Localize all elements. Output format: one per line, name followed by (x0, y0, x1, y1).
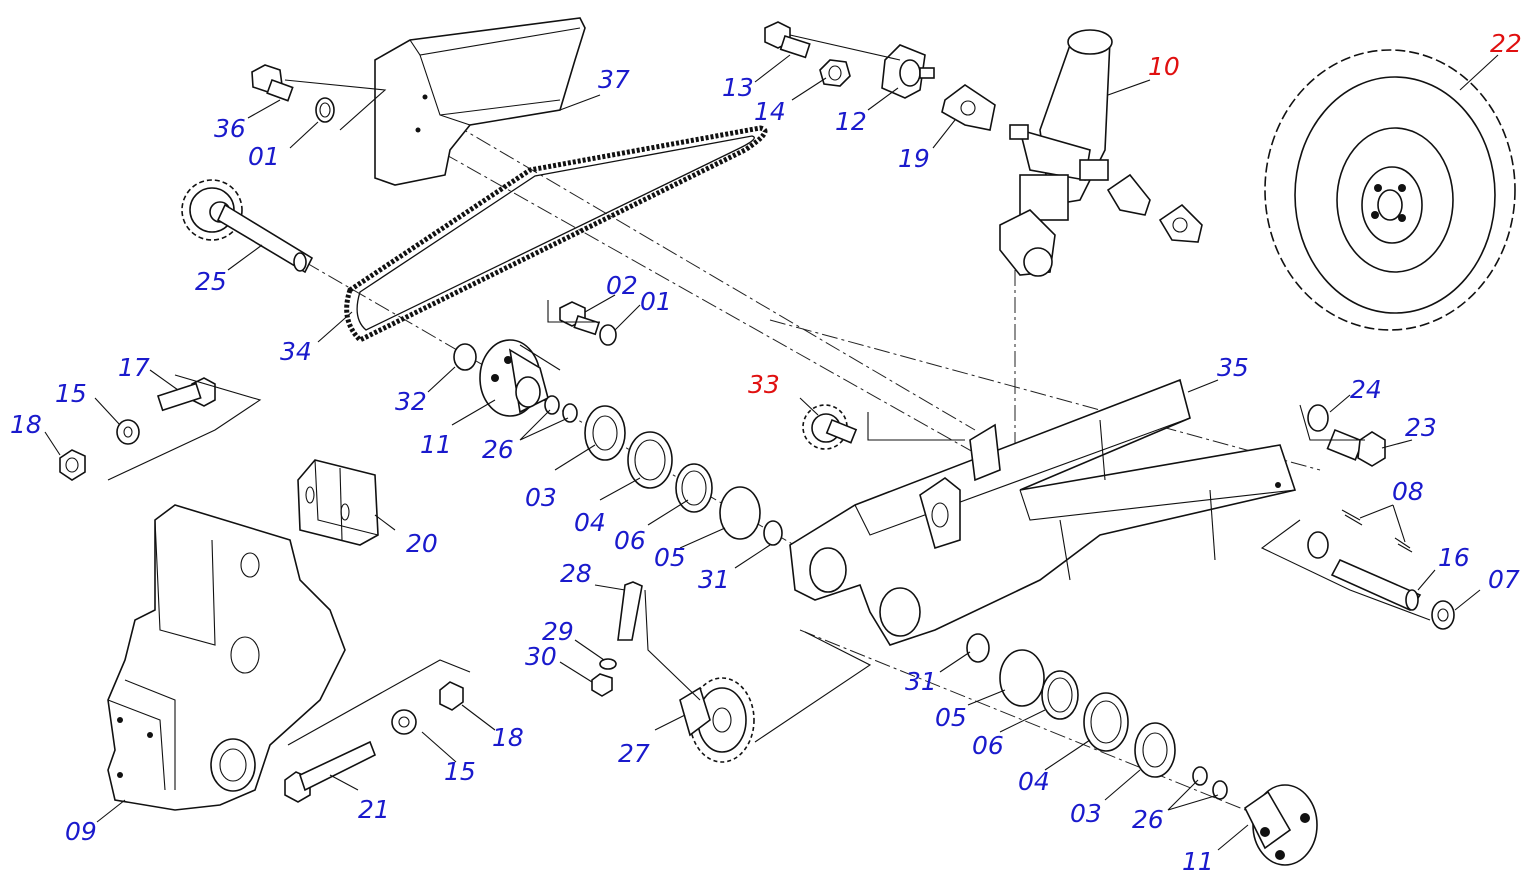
chain-guard-part-37 (374, 17, 586, 186)
callout-03-lower: 03 (1070, 799, 1102, 828)
rings-part-26-lower (1192, 766, 1228, 800)
callout-28: 28 (560, 559, 592, 588)
nut-part-18-left (59, 449, 86, 481)
callout-31-upper: 31 (698, 565, 730, 594)
bolt-part-17 (156, 377, 216, 412)
bearing-plate-part-12 (881, 44, 935, 99)
washer-part-15-left (116, 419, 140, 445)
bolt-part-36 (251, 64, 335, 123)
callout-35: 35 (1217, 353, 1249, 382)
callout-20: 20 (406, 529, 438, 558)
nut-part-18-bottom (439, 681, 464, 711)
sprocket-part-27 (679, 677, 755, 763)
callout-12: 12 (835, 107, 867, 136)
disc-part-03-lower (1134, 722, 1176, 778)
callout-18-bottom: 18 (492, 723, 524, 752)
bolt-part-23 (1326, 428, 1386, 467)
nut-part-14 (819, 59, 851, 87)
disc-part-03-upper (584, 405, 626, 461)
callout-01-top: 01 (248, 142, 280, 171)
callout-labels: 36 01 37 25 34 13 14 12 19 10 22 02 01 1… (10, 29, 1522, 876)
callout-06-lower: 06 (972, 731, 1004, 760)
callout-06-upper: 06 (614, 526, 646, 555)
callout-21: 21 (358, 795, 390, 824)
callout-16: 16 (1438, 543, 1470, 572)
callout-01-middle: 01 (640, 287, 672, 316)
washer-part-29 (599, 658, 617, 670)
hub-part-11-lower (1243, 784, 1318, 866)
callout-34: 34 (280, 337, 312, 366)
callout-04-upper: 04 (574, 508, 606, 537)
callout-03-upper: 03 (525, 483, 557, 512)
callout-26-upper: 26 (482, 435, 514, 464)
callout-17: 17 (118, 353, 150, 382)
callout-36: 36 (214, 114, 246, 143)
callout-27: 27 (618, 739, 650, 768)
callout-22: 22 (1490, 29, 1522, 58)
callout-15-bottom: 15 (444, 757, 476, 786)
callout-08: 08 (1392, 477, 1424, 506)
wheel-part-22 (1264, 49, 1516, 331)
circlip-part-05-upper (719, 486, 761, 540)
gasket-part-19 (941, 84, 996, 131)
nut-part-30 (591, 673, 613, 697)
callout-05-lower: 05 (935, 703, 967, 732)
ring-part-31-lower (966, 633, 990, 663)
callout-18-left: 18 (10, 410, 42, 439)
block-part-20 (297, 459, 379, 546)
callout-33: 33 (748, 370, 780, 399)
ring-part-31-upper (763, 520, 783, 546)
washer-part-24 (1307, 404, 1329, 432)
disc-part-04-lower (1083, 692, 1129, 752)
callout-07: 07 (1488, 565, 1520, 594)
shaft-sprocket-part-25 (181, 179, 314, 274)
callout-11-lower: 11 (1182, 847, 1214, 876)
bolt-part-28 (617, 581, 643, 641)
callout-15-left: 15 (55, 379, 87, 408)
callout-10: 10 (1148, 52, 1180, 81)
leader-lines (44, 34, 1499, 851)
bolt-part-13 (764, 21, 811, 59)
pins-part-08 (1341, 509, 1413, 553)
ring-part-32 (453, 343, 477, 371)
bolt-part-02 (559, 301, 617, 346)
cylinder-part-10 (999, 29, 1203, 277)
circlip-part-05-lower (999, 649, 1045, 707)
bearing-part-06-upper (675, 463, 713, 513)
callout-32: 32 (395, 387, 427, 416)
washer-part-07 (1431, 600, 1455, 630)
callout-29: 29 (542, 617, 574, 646)
bolt-part-21 (284, 740, 377, 803)
callout-37: 37 (598, 65, 630, 94)
sprocket-part-33 (802, 404, 858, 450)
callout-30: 30 (525, 642, 557, 671)
callout-02: 02 (606, 271, 638, 300)
roller-chain-part-34 (344, 125, 768, 344)
washer-part-15-bottom (391, 709, 417, 735)
callout-11-upper: 11 (420, 430, 452, 459)
callout-25: 25 (195, 267, 227, 296)
hub-part-11-upper (479, 339, 549, 417)
callout-14: 14 (754, 97, 786, 126)
disc-part-04-upper (627, 431, 673, 489)
bearing-part-06-lower (1041, 670, 1079, 720)
callout-04-lower: 04 (1018, 767, 1050, 796)
bracket-part-09 (107, 504, 346, 811)
callout-31-lower: 31 (905, 667, 937, 696)
swing-arm-part-35 (789, 378, 1297, 646)
callout-26-lower: 26 (1132, 805, 1164, 834)
pin-part-16 (1307, 531, 1422, 612)
callout-19: 19 (898, 144, 930, 173)
callout-13: 13 (722, 73, 754, 102)
callout-23: 23 (1405, 413, 1437, 442)
callout-09: 09 (65, 817, 97, 846)
rings-part-26-upper (544, 395, 578, 423)
callout-24: 24 (1350, 375, 1382, 404)
callout-05-upper: 05 (654, 543, 686, 572)
